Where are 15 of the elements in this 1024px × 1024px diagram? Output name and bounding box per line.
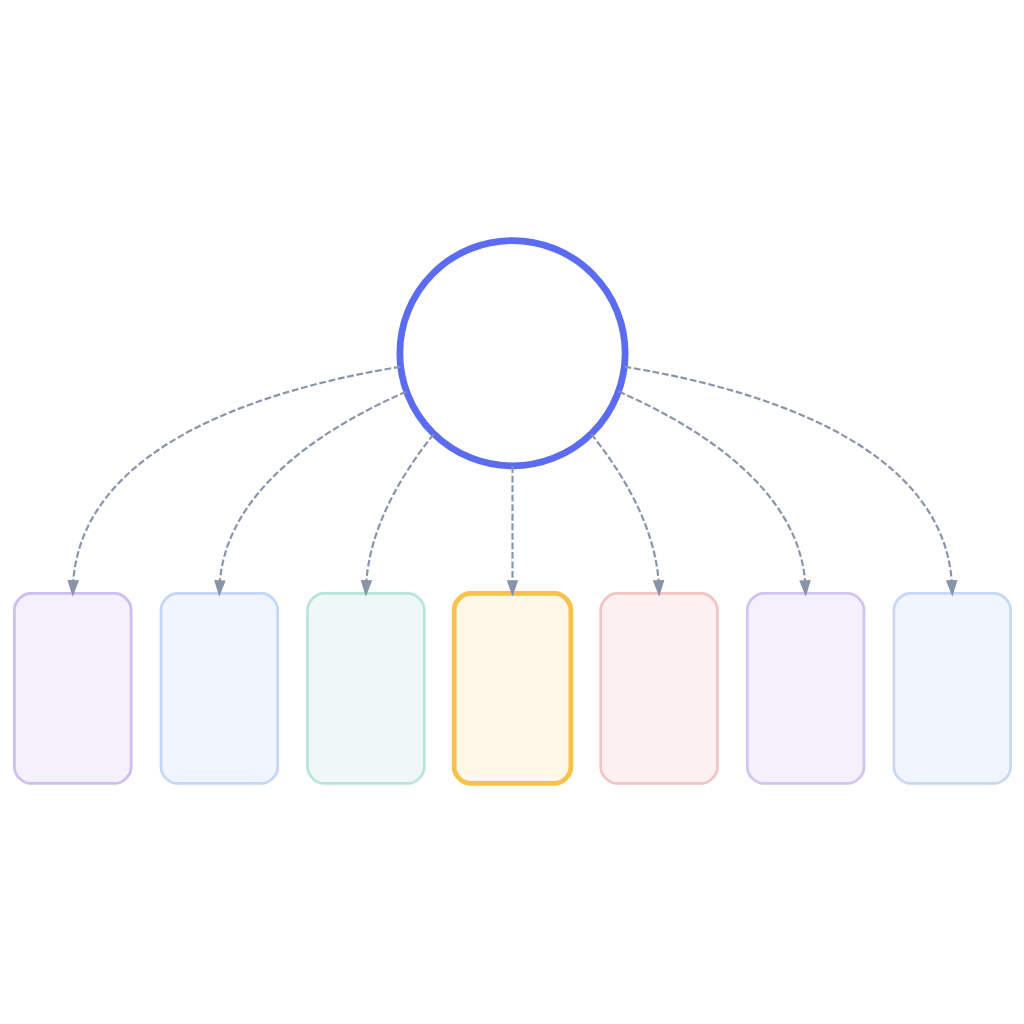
arrow	[506, 466, 518, 597]
arrow	[360, 433, 434, 597]
arrow	[623, 365, 957, 597]
arrow	[67, 365, 401, 597]
arrow	[213, 390, 407, 597]
node-box	[159, 592, 279, 785]
node-box	[892, 592, 1012, 785]
node-circle	[395, 237, 629, 470]
node-box	[451, 591, 573, 786]
node-box	[598, 592, 719, 785]
node-box	[745, 592, 865, 785]
node-box	[12, 592, 132, 785]
node-box	[305, 592, 426, 785]
arrow	[590, 433, 664, 597]
arrow	[617, 390, 811, 597]
